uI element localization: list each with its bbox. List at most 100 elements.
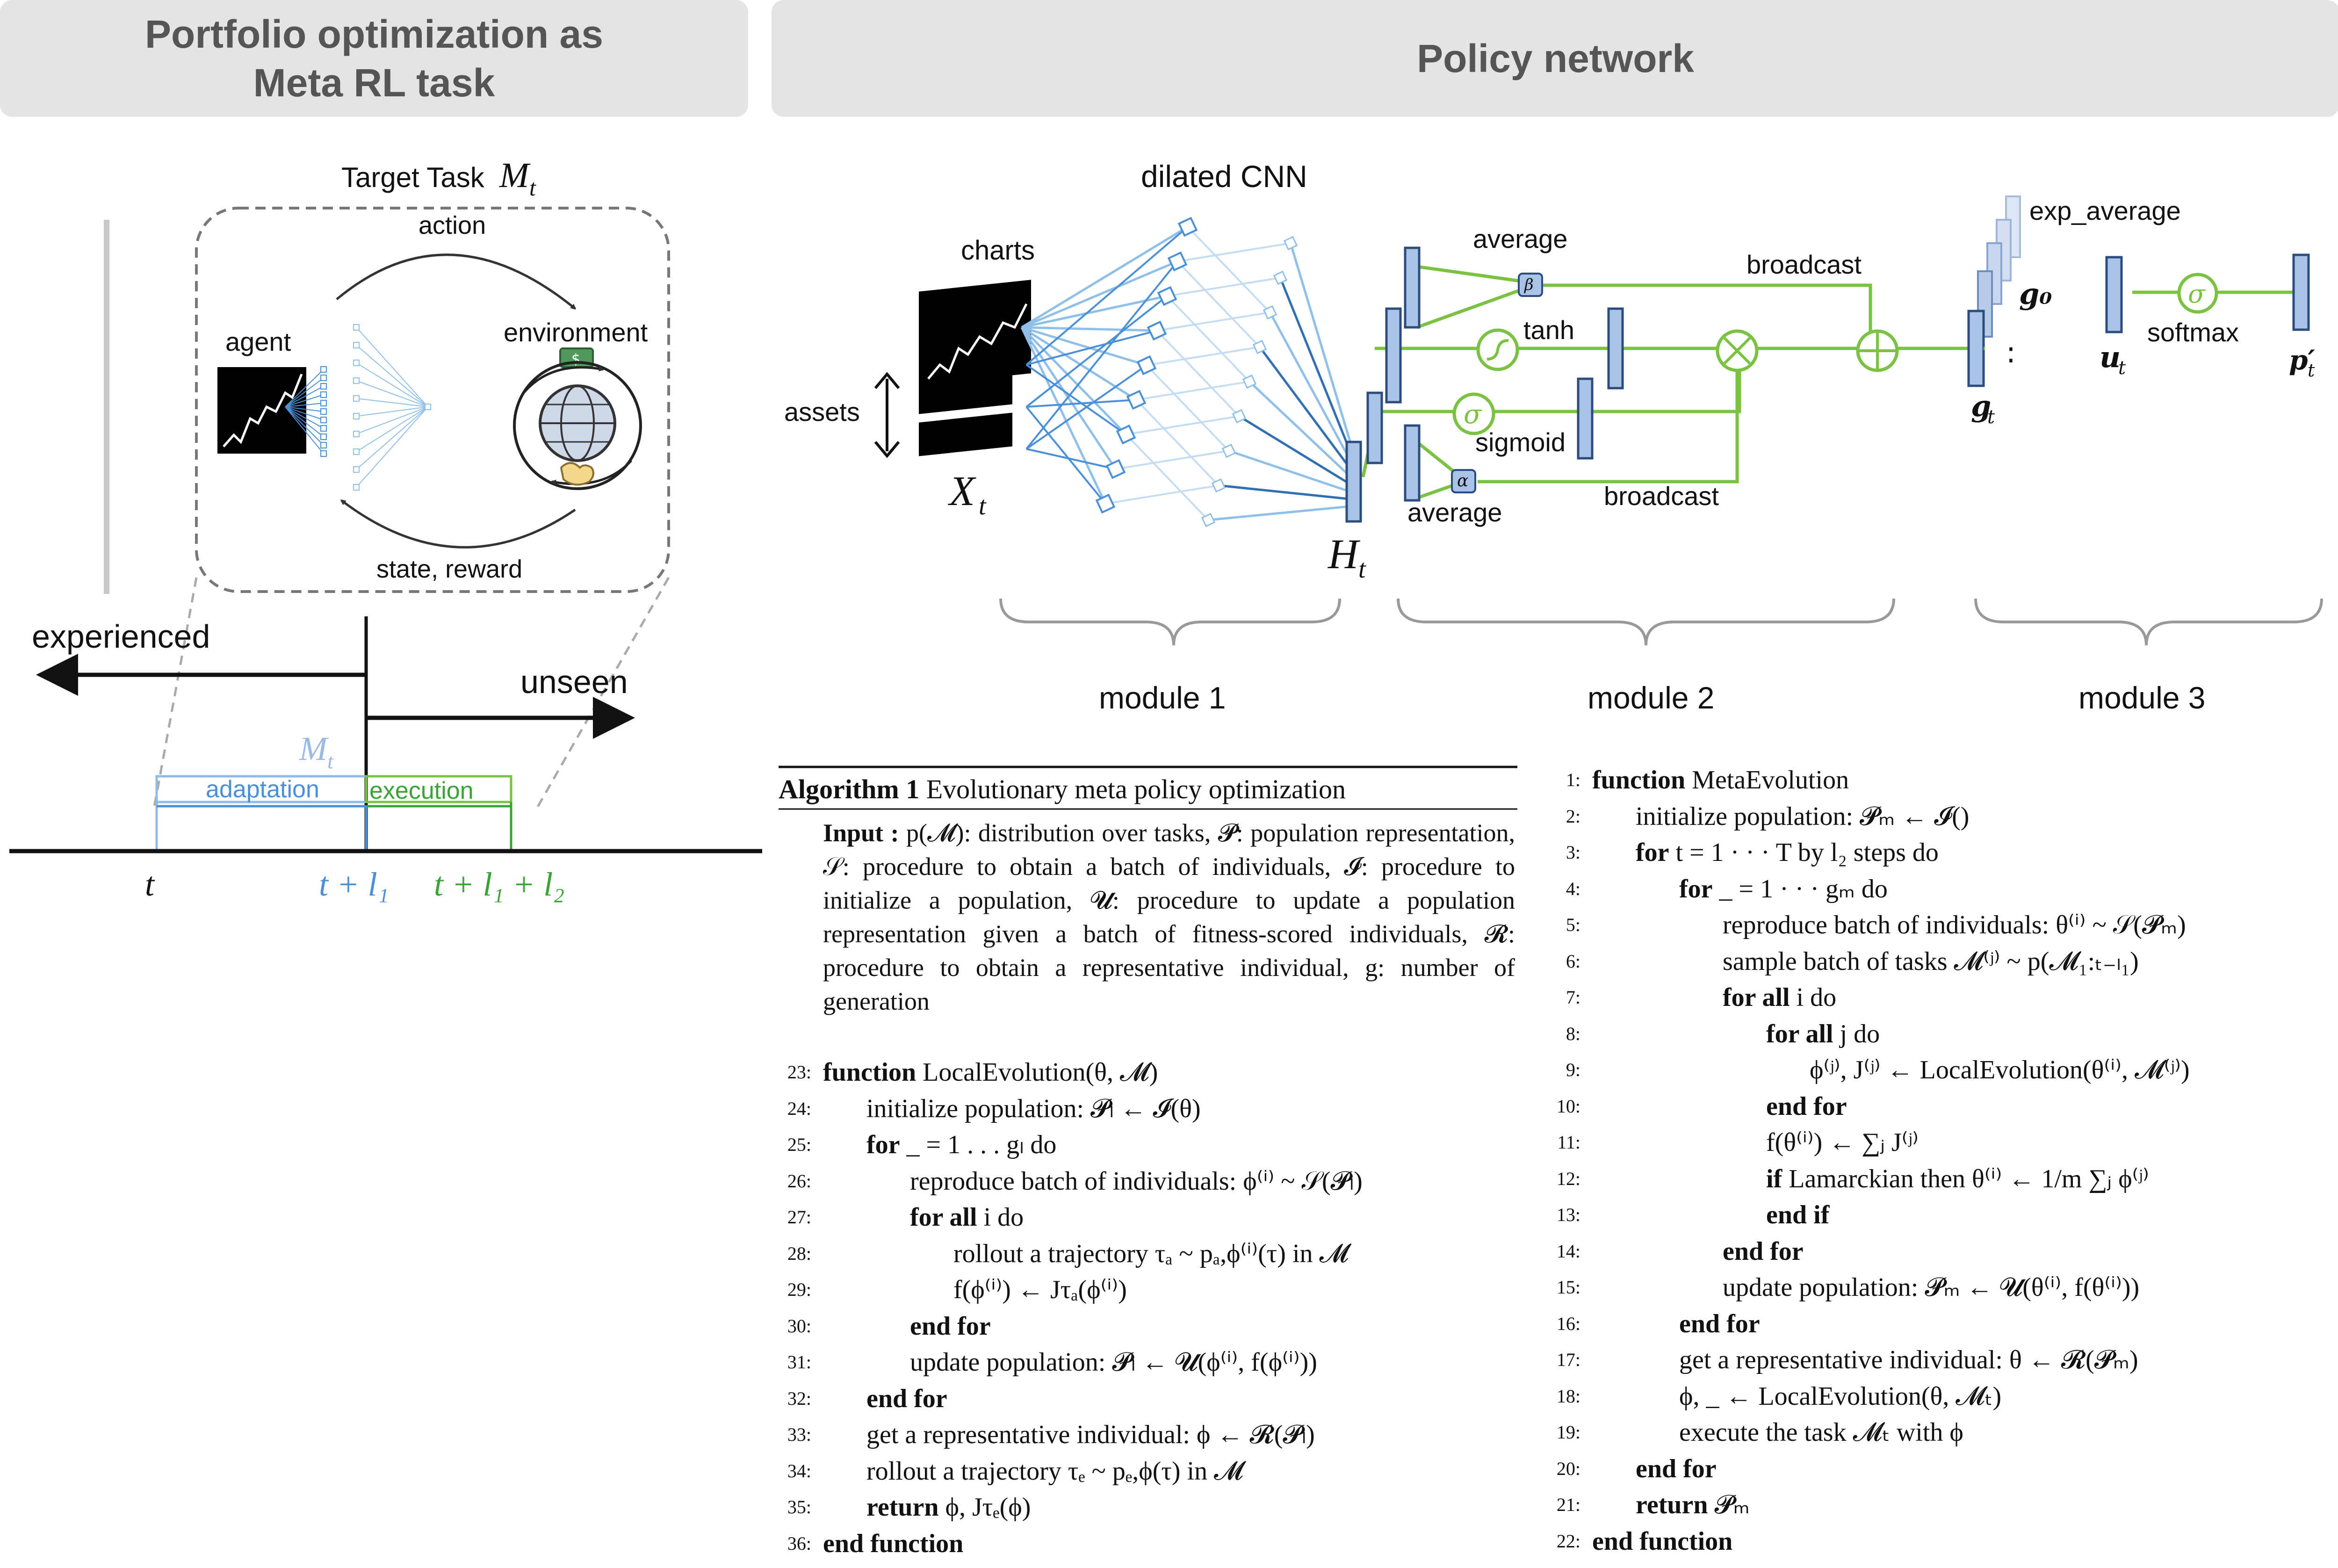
alpha-symbol: α — [1457, 471, 1468, 491]
algorithm-line-number: 33: — [787, 1424, 811, 1445]
left-panel: Target Task M t action state, reward age… — [9, 156, 762, 903]
algorithm-line-number: 2: — [1566, 805, 1580, 827]
algorithm-keyword: end function — [1592, 1526, 1733, 1556]
cnn-neuron — [1263, 305, 1277, 320]
module2-label: module 2 — [1588, 680, 1715, 715]
tick-t-l1: t + l₁ — [319, 866, 389, 903]
broadcast-top-label: broadcast — [1746, 250, 1862, 279]
algorithm-line-number: 6: — [1566, 950, 1580, 972]
cnn-connection — [1025, 260, 1178, 450]
algorithm-line: f(θ⁽ⁱ⁾) ← ∑ⱼ J⁽ʲ⁾ — [1766, 1125, 1919, 1160]
algorithm-line: get a representative individual: θ ← 𝓡(𝓟… — [1679, 1342, 2138, 1378]
algorithm-line: execute the task 𝓜ₜ with ϕ — [1679, 1415, 1963, 1450]
algorithm-line-number: 24: — [787, 1098, 811, 1119]
algorithm-keyword: for — [1679, 874, 1713, 903]
algorithm-line: for all j do — [1766, 1016, 1880, 1052]
cnn-connection — [1126, 415, 1240, 435]
algorithm-keyword: for all — [1723, 983, 1790, 1012]
left-panel-header: Portfolio optimization as Meta RL task — [0, 0, 748, 117]
agent-neuron — [320, 391, 327, 398]
algorithm-statement: j do — [1833, 1019, 1880, 1048]
broadcast-bottom-line — [1478, 351, 1739, 484]
cnn-connection — [1135, 399, 1220, 486]
cnn-neuron — [1157, 286, 1177, 306]
agent-chart-line — [223, 374, 303, 448]
algorithm-statement: f(ϕ⁽ⁱ⁾) ← Jτₐ(ϕ⁽ⁱ⁾) — [953, 1275, 1127, 1304]
algorithm-input: Input : p(𝓜): distribution over tasks, 𝓟… — [823, 816, 1515, 1018]
algorithm-line-number: 7: — [1566, 987, 1580, 1008]
algorithm-keyword: for — [1636, 838, 1669, 867]
algorithm-statement: initialize population: 𝓟ₗ ← 𝓘(θ) — [866, 1094, 1201, 1123]
cnn-connection — [1025, 295, 1168, 408]
algorithm-keyword: if — [1766, 1164, 1782, 1193]
algorithm-statement: reproduce batch of individuals: θ⁽ⁱ⁾ ~ 𝒮… — [1723, 910, 2186, 939]
cnn-connection — [1208, 505, 1354, 521]
algorithm-line-number: 27: — [787, 1207, 811, 1228]
agent-neuron — [320, 417, 327, 423]
cnn-connection — [1238, 415, 1355, 488]
target-task-sub: t — [529, 174, 536, 201]
algorithm-line: end if — [1766, 1197, 1829, 1233]
algorithm-keyword: function — [823, 1058, 916, 1087]
algorithm-keyword: for all — [910, 1203, 977, 1232]
agent-connection — [285, 369, 324, 407]
algorithm-keyword: end for — [1636, 1454, 1717, 1483]
agent-neuron — [353, 484, 360, 491]
algorithm-line: reproduce batch of individuals: θ⁽ⁱ⁾ ~ 𝒮… — [1723, 907, 2186, 943]
cnn-connection — [1021, 295, 1168, 329]
agent-label: agent — [225, 327, 291, 356]
agent-neuron — [320, 408, 327, 415]
g-dots: : — [2006, 335, 2016, 369]
average-bottom-label: average — [1407, 498, 1502, 527]
agent-connection — [356, 362, 428, 407]
zoom-line-right — [536, 577, 670, 808]
algorithm-keyword: end for — [910, 1311, 991, 1341]
algorithm-statement: _ = 1 . . . gₗ do — [900, 1130, 1057, 1159]
agent-connection — [285, 403, 324, 407]
cnn-connection — [1021, 326, 1147, 367]
agent-neuron — [353, 377, 360, 384]
sigmoid-symbol: σ — [1464, 399, 1482, 430]
assets-label: assets — [784, 397, 860, 426]
algorithm-input-label: Input : — [823, 819, 899, 847]
algorithm-statement: i do — [1790, 983, 1837, 1012]
right-panel-header: Policy network — [772, 0, 2338, 117]
right-panel-title: Policy network — [1417, 36, 1694, 80]
agent-neuron — [425, 404, 431, 410]
agent-neuron — [353, 395, 360, 402]
algorithm-line-number: 26: — [787, 1170, 811, 1192]
cnn-connection — [1258, 346, 1355, 474]
agent-neuron — [320, 450, 327, 457]
tanh-label: tanh — [1523, 315, 1574, 345]
cnn-connection — [1136, 381, 1250, 401]
cnn-connection — [1269, 311, 1355, 468]
algorithm-statement: i do — [977, 1203, 1024, 1232]
algorithm-line-number: 34: — [787, 1460, 811, 1481]
algorithm-line-number: 8: — [1566, 1023, 1580, 1044]
algorithm-line-number: 11: — [1557, 1132, 1580, 1153]
agent-neuron — [320, 442, 327, 448]
hand-icon — [560, 462, 594, 486]
experienced-label: experienced — [32, 618, 210, 655]
agent-connection — [356, 406, 428, 488]
target-task-symbol: M — [499, 156, 531, 195]
chart-layer-1-line — [927, 303, 1028, 380]
algorithm-line: return 𝓟ₘ — [1636, 1487, 1750, 1523]
algorithm-keyword: for — [866, 1130, 900, 1159]
algorithm-line-number: 18: — [1556, 1385, 1580, 1407]
cnn-connection — [1021, 260, 1178, 329]
cnn-connection — [1228, 449, 1354, 494]
algorithm-statement: LocalEvolution(θ, 𝓜) — [916, 1058, 1158, 1087]
algorithm-line: update population: 𝓟ₗ ← 𝓤(ϕ⁽ⁱ⁾, f(ϕ⁽ⁱ⁾)) — [910, 1344, 1317, 1380]
agent-connection — [285, 406, 324, 437]
module3-brace — [1974, 598, 2323, 646]
algorithm-line: function MetaEvolution — [1592, 762, 1849, 798]
algorithm-statement: f(θ⁽ⁱ⁾) ← ∑ⱼ J⁽ʲ⁾ — [1766, 1128, 1919, 1157]
algorithm-line-number: 31: — [787, 1351, 811, 1373]
target-task-label: Target Task — [341, 162, 485, 193]
algorithm-caption-bold: Algorithm 1 — [779, 774, 920, 804]
cnn-neuron — [1252, 340, 1267, 354]
algorithm-line: return ϕ, Jτₑ(ϕ) — [866, 1489, 1031, 1525]
cnn-connection — [1125, 434, 1209, 521]
